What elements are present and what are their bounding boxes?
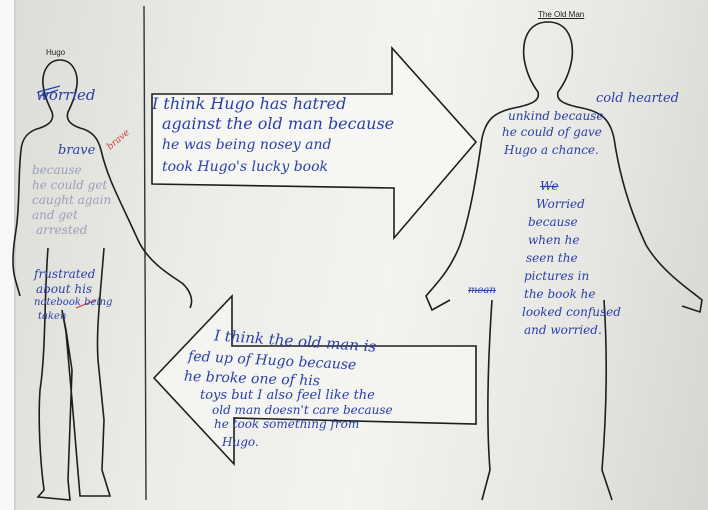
hugo-note-worried: worried xyxy=(36,88,96,103)
left-arrow-line-5: old man doesn't care because xyxy=(212,404,393,416)
hugo-note-frustrated-1: frustrated xyxy=(34,268,95,280)
hugo-note-because-5: arrested xyxy=(36,224,88,236)
left-arrow-line-4: toys but I also feel like the xyxy=(200,389,375,402)
old-man-note-worried-8: and worried. xyxy=(524,324,602,336)
hugo-note-brave: brave xyxy=(58,144,95,157)
left-arrow-line-7: Hugo. xyxy=(222,436,259,448)
right-arrow-line-1: I think Hugo has hatred xyxy=(152,96,346,112)
old-man-heading: The Old Man xyxy=(538,10,584,19)
old-man-note-unkind-1: unkind because xyxy=(508,110,603,122)
right-arrow-line-2: against the old man because xyxy=(162,116,394,132)
hugo-note-frustrated-3: notebook being xyxy=(34,298,112,308)
old-man-note-worried-1: Worried xyxy=(536,198,585,210)
hugo-note-frustrated-4: taken xyxy=(38,312,66,322)
hugo-note-because-2: he could get xyxy=(32,179,107,191)
old-man-note-worried-5: pictures in xyxy=(524,270,589,282)
right-arrow-line-3: he was being nosey and xyxy=(162,138,331,152)
old-man-note-unkind-2: he could of gave xyxy=(502,126,602,138)
left-arrow-line-6: he took something from xyxy=(214,418,359,430)
old-man-note-worried-3: when he xyxy=(528,234,579,246)
hugo-note-because-1: because xyxy=(32,164,82,176)
right-arrow-line-4: took Hugo's lucky book xyxy=(162,160,328,174)
hugo-heading: Hugo xyxy=(46,48,65,57)
old-man-note-worried-6: the book he xyxy=(524,288,596,300)
old-man-crossed-word: mean xyxy=(468,286,496,296)
hugo-note-because-4: and get xyxy=(32,209,78,221)
hugo-note-frustrated-2: about his xyxy=(36,283,92,295)
old-man-note-worried-4: seen the xyxy=(526,252,578,264)
old-man-note-worried-2: because xyxy=(528,216,578,228)
old-man-crossed-word: We xyxy=(540,180,558,192)
old-man-note-worried-7: looked confused xyxy=(522,306,621,318)
old-man-note-cold-hearted: cold hearted xyxy=(596,92,679,105)
old-man-note-unkind-3: Hugo a chance. xyxy=(504,144,599,156)
hugo-note-because-3: caught again xyxy=(32,194,111,206)
